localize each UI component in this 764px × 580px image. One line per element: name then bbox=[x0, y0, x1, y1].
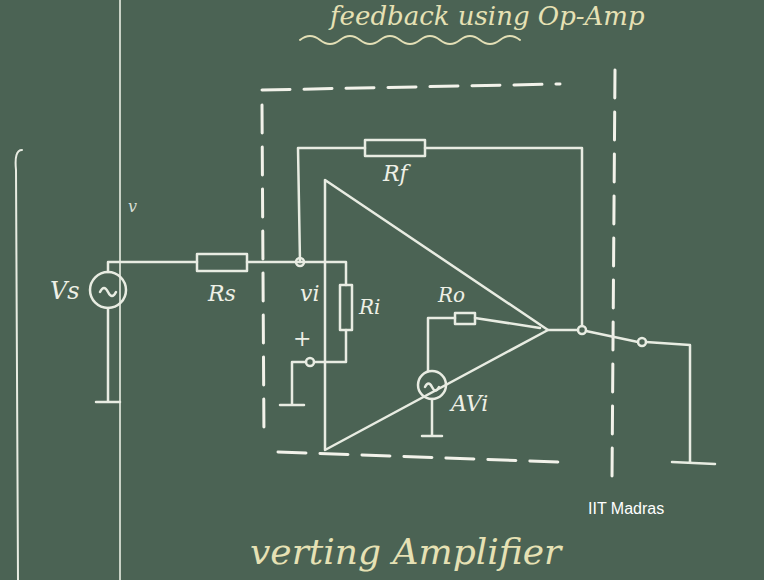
output-node bbox=[578, 326, 586, 334]
board-edge bbox=[119, 0, 121, 580]
ground-source bbox=[422, 399, 442, 436]
wire-vs-rs bbox=[108, 262, 197, 272]
boundary-top bbox=[262, 84, 560, 90]
dashed-boundary bbox=[262, 70, 615, 480]
source-sine bbox=[425, 384, 439, 391]
ground-plus bbox=[280, 362, 306, 405]
boundary-right bbox=[612, 70, 615, 480]
dependent-source bbox=[418, 371, 446, 399]
wire-ri bbox=[314, 330, 346, 362]
source-label: Vs bbox=[50, 278, 80, 304]
caption-text: verting Amplifier bbox=[250, 532, 561, 572]
wire-feedback-left bbox=[298, 148, 365, 262]
ground-vs bbox=[96, 308, 120, 402]
voltage-label: vi bbox=[300, 282, 319, 306]
resistor-label: Rs bbox=[208, 282, 236, 306]
source-label: AVi bbox=[451, 392, 488, 416]
resistor-rf bbox=[365, 140, 425, 156]
resistor-label: Ri bbox=[359, 296, 380, 318]
wavy-underline bbox=[300, 36, 520, 44]
resistor-label: Rf bbox=[383, 162, 408, 186]
wire-out-terminal bbox=[586, 331, 638, 342]
resistor-rs bbox=[197, 254, 247, 271]
boundary-bottom bbox=[278, 452, 560, 462]
heading: feedback using Op-Amp bbox=[330, 2, 645, 31]
wire-ro-source bbox=[428, 318, 455, 371]
polarity-sign: + bbox=[293, 327, 311, 351]
watermark: IIT Madras bbox=[588, 500, 664, 518]
source-sine bbox=[100, 288, 116, 296]
bracket bbox=[16, 150, 22, 580]
ground-output bbox=[646, 342, 715, 464]
opamp-triangle bbox=[325, 180, 548, 450]
wire-ro-out bbox=[475, 318, 540, 328]
boundary-left bbox=[262, 105, 264, 440]
source-vs bbox=[90, 272, 126, 308]
wire-out bbox=[548, 329, 578, 332]
resistor-ro bbox=[455, 313, 475, 324]
resistor-label: Ro bbox=[438, 284, 465, 306]
resistor-ri bbox=[340, 285, 352, 330]
signal-label: v bbox=[128, 198, 137, 216]
